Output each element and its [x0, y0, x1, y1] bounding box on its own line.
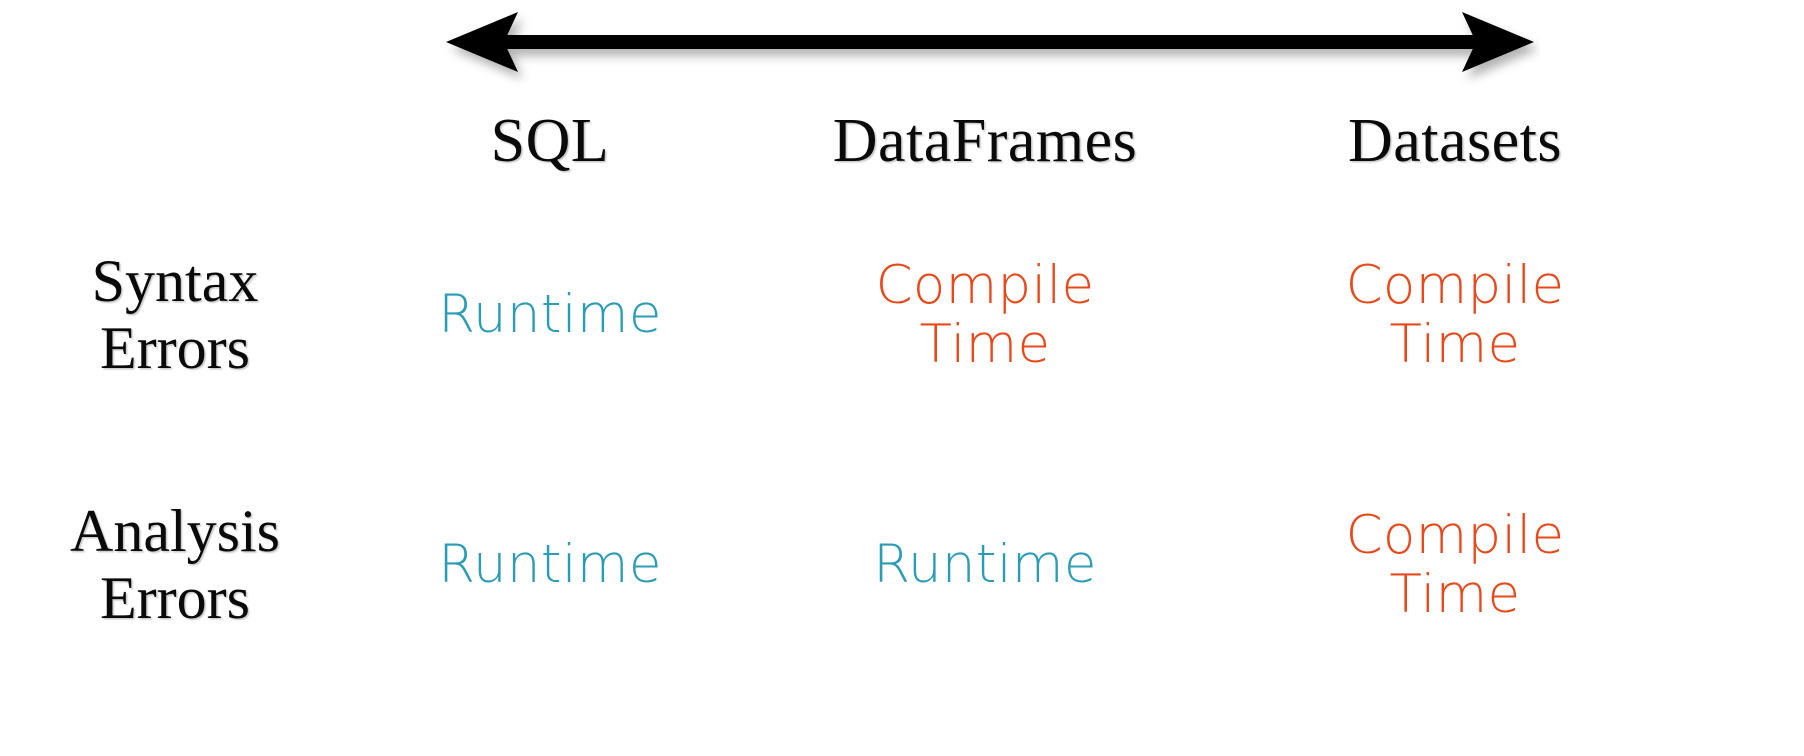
column-header-dataframes: DataFrames	[832, 107, 1138, 175]
row-label-line-1: Analysis	[70, 497, 280, 564]
cell-analysis-dataframes: Runtime	[750, 534, 1220, 596]
cell-syntax-datasets: Compile Time	[1220, 254, 1690, 375]
column-header-sql: SQL	[490, 107, 610, 175]
cell-line-2: Time	[1389, 564, 1521, 625]
cell-line-1: Compile	[875, 254, 1095, 316]
cell-line-1: Runtime	[438, 284, 662, 346]
row-label-syntax-errors: Syntax Errors	[0, 248, 350, 382]
arrow-shape	[446, 12, 1534, 72]
cell-analysis-datasets: Compile Time	[1220, 504, 1690, 625]
cell-syntax-sql: Runtime	[350, 284, 750, 346]
bidirectional-arrow	[440, 6, 1540, 86]
cell-syntax-dataframes: Compile Time	[750, 254, 1220, 375]
row-label-line-2: Errors	[100, 565, 250, 631]
grid-row-analysis-errors: Analysis Errors Runtime Runtime Compile …	[0, 440, 1804, 690]
row-label-analysis-errors: Analysis Errors	[0, 498, 350, 632]
cell-line-1: Runtime	[438, 534, 662, 596]
grid-header-row: SQL DataFrames Datasets	[0, 92, 1804, 190]
cell-line-1: Compile	[1345, 254, 1565, 316]
cell-analysis-sql: Runtime	[350, 534, 750, 596]
cell-line-1: Runtime	[873, 534, 1097, 596]
row-label-line-2: Errors	[100, 315, 250, 381]
row-label-line-1: Syntax	[91, 247, 259, 314]
column-header-datasets: Datasets	[1347, 107, 1563, 175]
cell-line-2: Time	[1389, 314, 1521, 375]
cell-line-2: Time	[919, 314, 1051, 375]
cell-line-1: Compile	[1345, 504, 1565, 566]
comparison-grid: SQL DataFrames Datasets Syntax Errors Ru…	[0, 92, 1804, 690]
grid-row-syntax-errors: Syntax Errors Runtime Compile Time Compi…	[0, 190, 1804, 440]
